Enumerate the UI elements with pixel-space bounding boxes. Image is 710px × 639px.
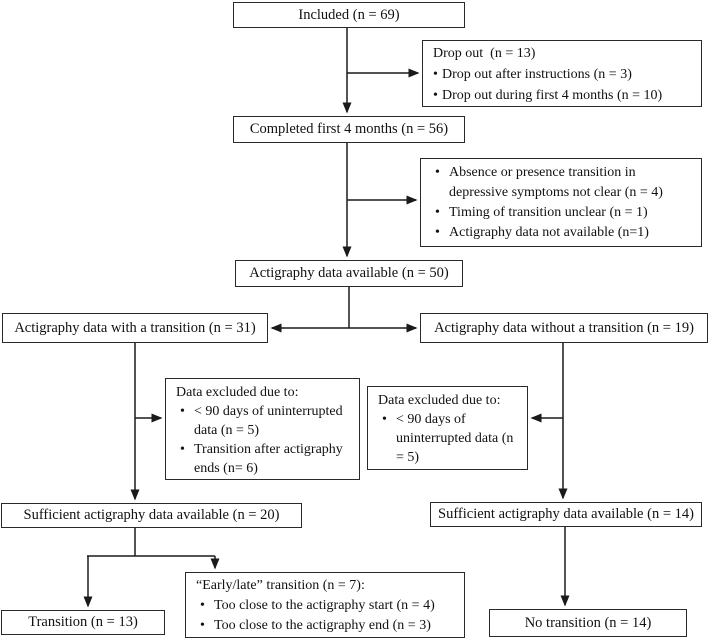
node-without-transition: Actigraphy data without a transition (n … (420, 313, 708, 343)
node-sufficient-left-label: Sufficient actigraphy data available (n … (23, 507, 280, 523)
node-sufficient-left: Sufficient actigraphy data available (n … (1, 503, 302, 528)
list-item: Absence or presence transition in depres… (427, 163, 697, 203)
list-item: Timing of transition unclear (n = 1) (427, 203, 697, 223)
list-item: Too close to the actigraphy end (n = 3) (192, 616, 460, 636)
list-item: Drop out during first 4 months (n = 10) (429, 85, 697, 106)
node-not-clear: Absence or presence transition in depres… (420, 158, 702, 247)
node-with-transition-label: Actigraphy data with a transition (n = 3… (14, 319, 256, 336)
node-transition-label: Transition (n = 13) (28, 614, 138, 630)
node-included-label: Included (n = 69) (298, 6, 400, 23)
node-dropout-title: Drop out (n = 13) (433, 46, 536, 61)
node-actigraphy-available: Actigraphy data available (n = 50) (235, 260, 463, 287)
node-excluded-right: Data excluded due to: < 90 days of unint… (367, 386, 528, 470)
node-excluded-right-title: Data excluded due to: (378, 393, 501, 408)
node-actigraphy-available-label: Actigraphy data available (n = 50) (249, 265, 449, 281)
node-sufficient-right-label: Sufficient actigraphy data available (n … (438, 506, 694, 522)
node-included: Included (n = 69) (233, 2, 465, 28)
node-without-transition-label: Actigraphy data without a transition (n … (434, 319, 694, 336)
node-no-transition-label: No transition (n = 14) (524, 614, 652, 631)
node-excluded-left-title: Data excluded due to: (176, 385, 299, 400)
node-completed: Completed first 4 months (n = 56) (233, 116, 465, 143)
list-item: Too close to the actigraphy start (n = 4… (192, 596, 460, 616)
node-with-transition: Actigraphy data with a transition (n = 3… (2, 313, 268, 343)
node-completed-label: Completed first 4 months (n = 56) (249, 121, 449, 137)
list-item: Actigraphy data not available (n=1) (427, 223, 697, 243)
list-item: Transition after actigraphy ends (n= 6) (172, 440, 355, 478)
node-sufficient-right: Sufficient actigraphy data available (n … (430, 502, 702, 527)
node-early-late-title: “Early/late” transition (n = 7): (196, 578, 365, 593)
list-item: < 90 days of uninterrupted data (n = 5) (374, 410, 523, 467)
node-dropout: Drop out (n = 13) Drop out after instruc… (422, 40, 702, 107)
node-early-late: “Early/late” transition (n = 7): Too clo… (185, 572, 465, 638)
list-item: Drop out after instructions (n = 3) (429, 64, 697, 85)
node-no-transition: No transition (n = 14) (489, 609, 687, 637)
node-excluded-left: Data excluded due to: < 90 days of unint… (165, 378, 360, 480)
node-transition: Transition (n = 13) (1, 610, 165, 635)
list-item: < 90 days of uninterrupted data (n = 5) (172, 402, 355, 440)
